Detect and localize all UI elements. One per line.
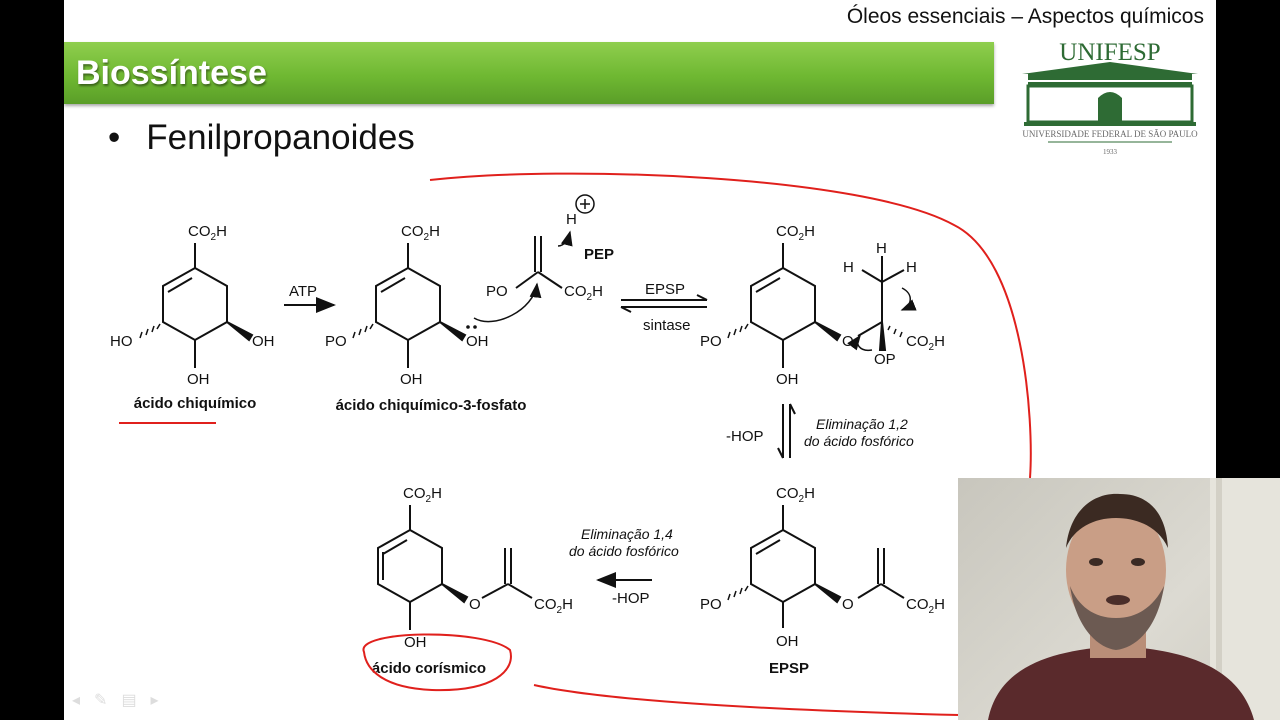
presenter-video-feed [988, 478, 1280, 720]
lone-pair-icon [473, 325, 477, 329]
leaving-group-label: -HOP [726, 428, 764, 445]
reaction-description: Eliminação 1,4 [581, 526, 673, 542]
h-atom: H [906, 259, 917, 276]
pen-annotations [119, 172, 1032, 716]
enzyme-label: EPSP [645, 281, 685, 298]
reaction-description: Eliminação 1,2 [816, 416, 908, 432]
proton-h: H [566, 211, 577, 228]
vertical-equilibrium-arrows [777, 403, 796, 459]
compound-label-shikimic3p: ácido chiquímico-3-fosfato [336, 397, 527, 414]
compound-label-pep: PEP [584, 246, 614, 263]
op-group: OP [874, 351, 896, 368]
h-atom: H [843, 259, 854, 276]
po-group: PO [325, 333, 347, 350]
ho-group: HO [110, 333, 133, 350]
leaving-group-label: -HOP [612, 590, 650, 607]
loop-annotation [429, 172, 1032, 479]
o-atom: O [842, 596, 854, 613]
building-icon [1022, 62, 1198, 126]
h-atom: H [876, 240, 887, 257]
oh-group: OH [400, 371, 423, 388]
logo-subtitle: UNIVERSIDADE FEDERAL DE SÃO PAULO [1022, 129, 1198, 139]
shikimic-acid-structure [139, 243, 254, 368]
compound-label-epsp: EPSP [769, 660, 809, 677]
compound-label-chorismic: ácido corísmico [372, 660, 486, 677]
presenter-webcam [958, 478, 1280, 720]
chorismic-acid-structure [377, 505, 533, 630]
lone-pair-icon [466, 325, 470, 329]
positive-charge-icon [575, 194, 595, 214]
co2h-group: CO2H [534, 596, 573, 616]
o-atom: O [842, 333, 854, 350]
course-title: Óleos essenciais – Aspectos químicos [846, 5, 1204, 28]
po-group: PO [700, 596, 722, 613]
oh-group: OH [404, 634, 427, 651]
bullet-text: Fenilpropanoides [146, 118, 415, 157]
o-atom: O [469, 596, 481, 613]
enzyme-label: sintase [643, 317, 691, 334]
oh-group: OH [466, 333, 489, 350]
oh-group: OH [252, 333, 275, 350]
epsp-structure [727, 505, 905, 628]
co2h-group: CO2H [401, 223, 440, 243]
reaction-scheme: CO2H OH HO OH ácido chiquímico ATP CO2H … [110, 172, 1032, 716]
co2h-group: CO2H [403, 485, 442, 505]
co2h-group: CO2H [188, 223, 227, 243]
slide: Óleos essenciais – Aspectos químicos Bio… [64, 0, 1216, 720]
loop-annotation [533, 684, 960, 716]
bullet-dot-icon: • [108, 118, 121, 157]
co2h-group: CO2H [906, 596, 945, 616]
equilibrium-arrows [620, 294, 708, 313]
co2h-group: CO2H [906, 333, 945, 353]
oh-group: OH [776, 371, 799, 388]
oh-group: OH [776, 633, 799, 650]
circle-annotation [362, 633, 512, 692]
unifesp-logo: UNIFESP UNIVERSIDADE FEDERAL DE SÃO PAUL… [1022, 39, 1198, 156]
po-group: PO [486, 283, 508, 300]
reaction-description: do ácido fosfórico [804, 433, 914, 449]
slide-title: Biossíntese [76, 54, 267, 92]
tetrahedral-intermediate-structure [727, 243, 917, 368]
slide-nav-controls[interactable]: ◂✎▤▸ [72, 692, 173, 709]
oh-group: OH [187, 371, 210, 388]
bullet-item: • Fenilpropanoides [108, 118, 415, 158]
title-bar: Biossíntese [64, 42, 994, 104]
co2h-group: CO2H [776, 485, 815, 505]
shikimate-3-phosphate-structure [352, 243, 542, 368]
pep-structure [515, 230, 573, 289]
logo-name: UNIFESP [1059, 39, 1160, 66]
co2h-group: CO2H [564, 283, 603, 303]
co2h-group: CO2H [776, 223, 815, 243]
compound-label-shikimic: ácido chiquímico [134, 395, 257, 412]
logo-year: 1933 [1103, 148, 1118, 156]
reagent-atp: ATP [289, 283, 317, 300]
reaction-description: do ácido fosfórico [569, 543, 679, 559]
po-group: PO [700, 333, 722, 350]
